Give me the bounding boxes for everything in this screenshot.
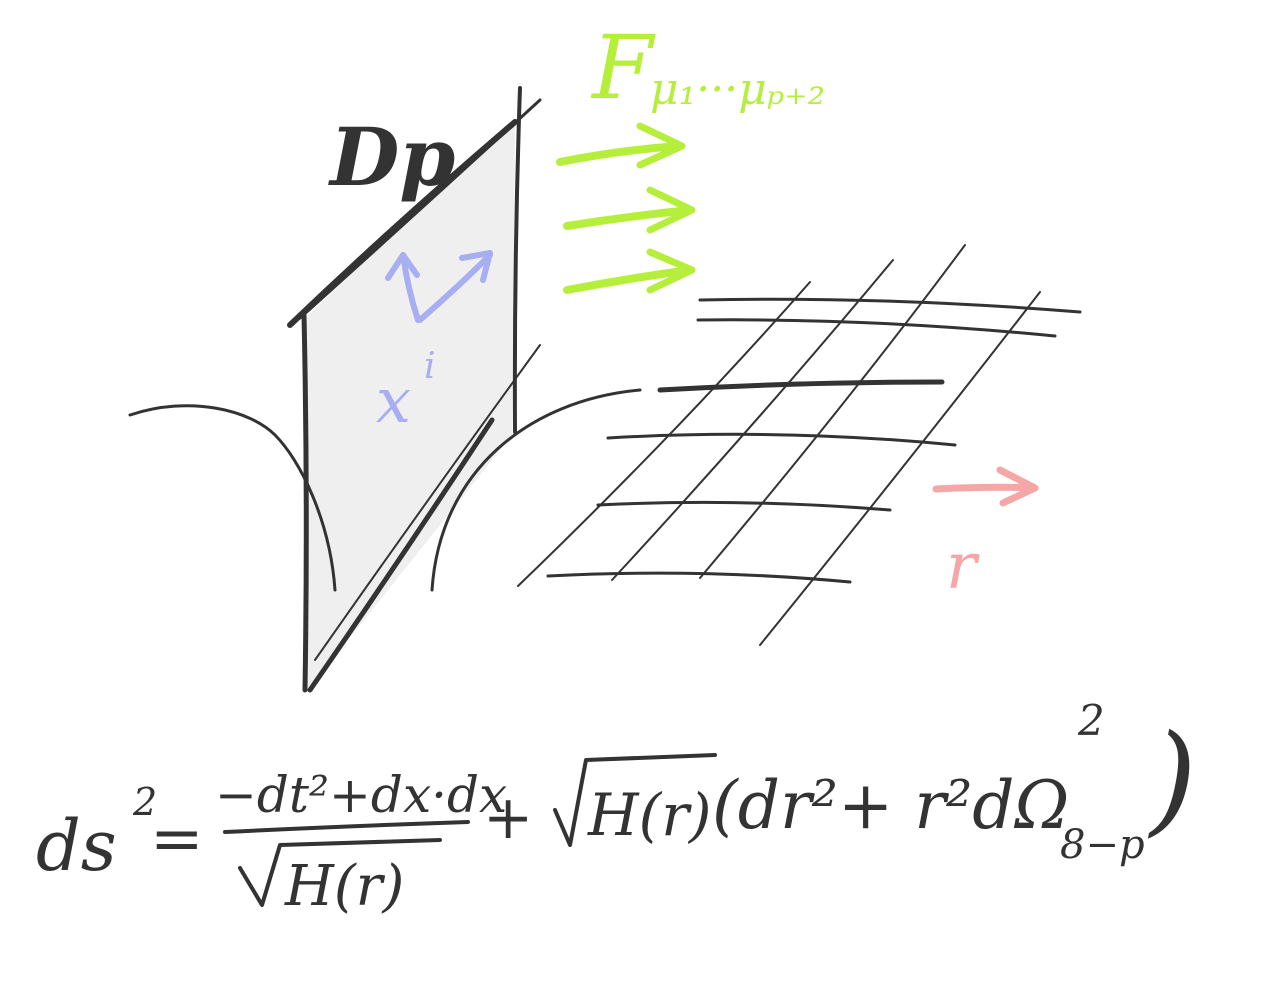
right-arrow-icon [932, 466, 1039, 507]
right-arrow-icon [563, 186, 696, 234]
sqrt-radical [553, 753, 717, 847]
metric-equation: ds 2 = −dt²+dx·dx H(r) + H(r) (dr²+ r²dΩ… [36, 696, 1197, 919]
equation-omega-sub: 8−p [1060, 822, 1145, 868]
flux-indices-label: μ₁···μₚ₊₂ [650, 64, 825, 115]
equation-close-paren: ) [1147, 710, 1197, 849]
equation-denominator: H(r) [284, 854, 404, 919]
radial-label: r [946, 530, 980, 604]
brane-coordinate-label: x [376, 364, 411, 437]
brane-sheet [287, 86, 542, 693]
transverse-grid [517, 244, 1082, 646]
brane-coordinate-index: i [424, 346, 436, 387]
equation-lhs-power: 2 [132, 780, 157, 824]
right-arrow-icon [563, 248, 696, 294]
up-right-arrow-icon [385, 252, 421, 323]
fraction-bar [223, 820, 470, 834]
equation-numerator: −dt²+dx·dx [215, 766, 507, 824]
flux-arrows [556, 122, 696, 294]
brane-coordinate-arrows [385, 250, 493, 323]
denominator-radical [238, 838, 442, 907]
flux-label: F [590, 16, 656, 119]
equation-paren-term: (dr²+ r²dΩ [712, 767, 1069, 844]
equation-sqrt-term: H(r) [587, 781, 712, 849]
right-arrow-icon [556, 122, 686, 169]
up-right-arrow-icon [417, 250, 493, 323]
brane-label: Dp [328, 110, 455, 204]
equation-plus: + [483, 783, 533, 853]
equation-lhs: ds [36, 805, 117, 887]
equation-equals: = [150, 802, 204, 876]
equation-omega-power: 2 [1077, 696, 1105, 745]
throat-curves [128, 388, 642, 592]
